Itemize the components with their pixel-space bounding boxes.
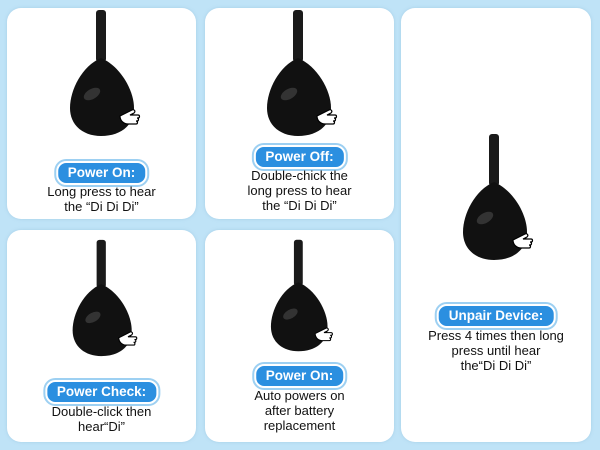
card-title: Unpair Device: (436, 304, 556, 328)
card-description: Press 4 times then long press until hear… (401, 328, 591, 373)
card-power-on: Power On: Long press to hear the “Di Di … (7, 8, 196, 219)
description-line: Double-click then (51, 404, 152, 419)
description-line: long press to hear (247, 183, 352, 198)
card-power-check: Power Check: Double-click then hear“Di” (7, 230, 196, 442)
device-icon (261, 238, 341, 353)
description-line: hear“Di” (78, 419, 125, 434)
pointing-hand-icon (314, 327, 333, 342)
device-icon (64, 238, 144, 358)
pointing-hand-icon (118, 331, 138, 346)
card-description: Auto powers on after battery replacement (205, 388, 394, 433)
description-line: after battery (264, 403, 335, 418)
description-line: the “Di Di Di” (262, 198, 337, 213)
device-icon (457, 132, 537, 262)
card-description: Double-click then hear“Di” (7, 404, 196, 434)
card-title: Power On: (55, 161, 148, 185)
description-line: Double-chick the (251, 168, 348, 183)
card-unpair-device: Unpair Device: Press 4 times then long p… (401, 8, 591, 442)
card-title: Power On: (253, 364, 346, 388)
description-line: Auto powers on (254, 388, 345, 403)
description-line: the“Di Di Di” (460, 358, 532, 373)
card-title: Power Off: (253, 145, 346, 169)
card-description: Long press to hear the “Di Di Di” (7, 184, 196, 214)
pointing-hand-icon (512, 233, 534, 249)
card-power-off: Power Off: Double-chick the long press t… (205, 8, 394, 219)
description-line: Long press to hear (47, 184, 156, 199)
card-description: Double-chick the long press to hear the … (205, 168, 394, 213)
device-icon (261, 8, 341, 138)
device-icon (64, 8, 144, 138)
description-line: replacement (263, 418, 336, 433)
description-line: press until hear (451, 343, 541, 358)
description-line: the “Di Di Di” (64, 199, 139, 214)
card-auto-power-on: Power On: Auto powers on after battery r… (205, 230, 394, 442)
description-line: Press 4 times then long (428, 328, 564, 343)
card-title: Power Check: (44, 380, 159, 404)
pointing-hand-icon (316, 109, 338, 125)
pointing-hand-icon (119, 109, 141, 125)
